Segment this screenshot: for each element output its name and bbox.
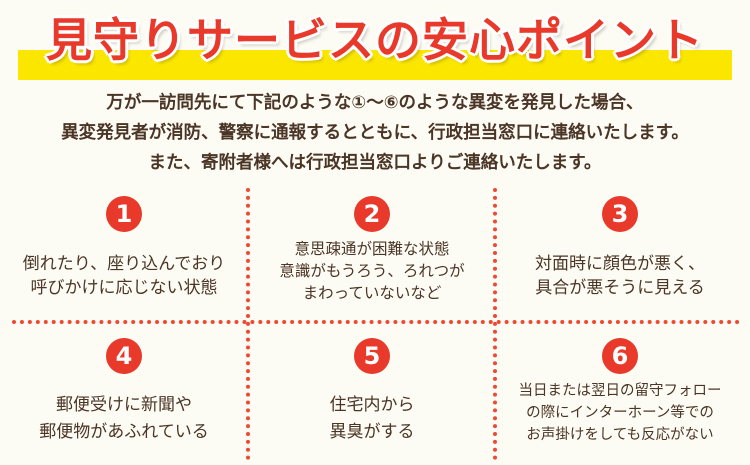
- point-text: 意識がもうろう、ろれつが: [279, 262, 465, 280]
- number-badge: 3: [602, 196, 638, 232]
- point-text: 住宅内から: [329, 395, 415, 415]
- point-5: 5 住宅内から 異臭がする: [250, 338, 494, 446]
- point-text: の際にインターホーン等での: [526, 405, 714, 421]
- point-text: 異臭がする: [329, 422, 415, 442]
- page-title: 見守りサービスの安心ポイント: [46, 13, 704, 67]
- point-text: お声掛けをしても反応がない: [526, 427, 714, 443]
- divider: [246, 188, 250, 460]
- point-text: 当日または翌日の留守フォロー: [518, 383, 722, 399]
- number-badge: 2: [354, 196, 390, 232]
- intro-text: 万が一訪問先にて下記のような①～⑥のような異変を発見した場合、 異変発見者が消防…: [0, 88, 750, 178]
- number-badge: 1: [106, 196, 142, 232]
- point-text: 意思疎通が困難な状態: [294, 240, 450, 258]
- intro-line: 万が一訪問先にて下記のような①～⑥のような異変を発見した場合、: [106, 93, 644, 113]
- point-text: まわっていないなど: [302, 284, 442, 302]
- intro-line: また、寄附者様へは行政担当窓口よりご連絡いたします。: [148, 153, 602, 173]
- point-text: 郵便物があふれている: [39, 422, 209, 442]
- point-1: 1 倒れたり、座り込んでおり 呼びかけに応じない状態: [2, 196, 246, 300]
- intro-line: 異変発見者が消防、警察に通報するとともに、行政担当窓口に連絡いたします。: [61, 123, 689, 143]
- title-highlight-band: [18, 50, 732, 80]
- point-text: 対面時に顔色が悪く、: [535, 254, 705, 274]
- number-badge: 5: [354, 338, 390, 374]
- point-text: 具合が悪そうに見える: [535, 278, 705, 298]
- point-3: 3 対面時に顔色が悪く、 具合が悪そうに見える: [498, 196, 742, 300]
- divider: [12, 320, 740, 324]
- number-badge: 6: [602, 338, 638, 374]
- point-4: 4 郵便受けに新聞や 郵便物があふれている: [2, 338, 246, 446]
- divider: [493, 188, 497, 460]
- point-text: 呼びかけに応じない状態: [30, 278, 218, 298]
- point-text: 倒れたり、座り込んでおり: [22, 254, 226, 274]
- number-badge: 4: [106, 338, 142, 374]
- point-6: 6 当日または翌日の留守フォロー の際にインターホーン等での お声掛けをしても反…: [498, 338, 742, 446]
- point-2: 2 意思疎通が困難な状態 意識がもうろう、ろれつが まわっていないなど: [250, 196, 494, 304]
- point-text: 郵便受けに新聞や: [56, 395, 192, 415]
